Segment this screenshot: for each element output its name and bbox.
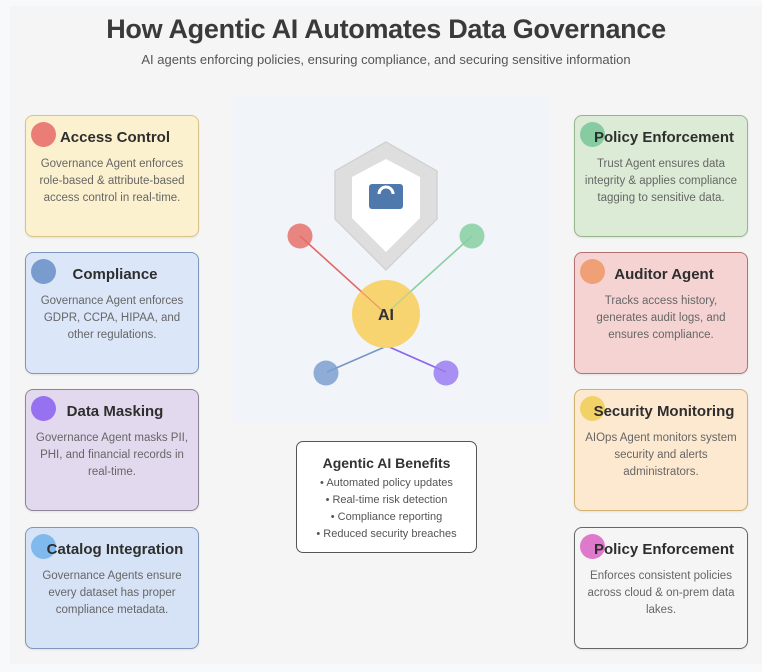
card-catalog-integration: Catalog Integration Governance Agents en… (25, 527, 199, 649)
red-dot-icon (31, 122, 56, 147)
ai-hub-label: AI (378, 307, 394, 324)
orange-dot-icon (580, 259, 605, 284)
card-body: Tracks access history, generates audit l… (596, 295, 726, 341)
benefits-title: Agentic AI Benefits (322, 455, 451, 471)
card-title: Security Monitoring (593, 403, 735, 420)
card-body: Governance Agent enforces GDPR, CCPA, HI… (40, 295, 184, 341)
card-body: AIOps Agent monitors system security and… (585, 432, 737, 478)
page-subtitle: AI agents enforcing policies, ensuring c… (141, 52, 631, 67)
card-policy-enforcement-trust: Policy Enforcement Trust Agent ensures d… (574, 115, 748, 237)
card-access-control: Access Control Governance Agent enforces… (25, 115, 199, 237)
card-body: Governance Agents ensure every dataset h… (42, 570, 182, 616)
card-title: Policy Enforcement (593, 541, 735, 558)
ai-hub-icon (352, 280, 420, 348)
card-title: Access Control (59, 129, 171, 146)
benefit-item: • Automated policy updates (320, 477, 453, 489)
card-data-masking: Data Masking Governance Agent masks PII,… (25, 389, 199, 511)
card-body: Governance Agent enforces role-based & a… (39, 158, 185, 204)
benefit-item: • Real-time risk detection (325, 494, 448, 506)
blue-node-icon (313, 360, 339, 386)
card-compliance: Compliance Governance Agent enforces GDP… (25, 252, 199, 374)
card-body: Enforces consistent policies across clou… (587, 570, 735, 616)
purple-dot-icon (31, 396, 56, 421)
card-title: Catalog Integration (46, 541, 184, 558)
green-dot-icon (580, 122, 605, 147)
card-policy-enforcement-lakes: Policy Enforcement Enforces consistent p… (574, 527, 748, 649)
lock-icon (369, 184, 403, 209)
purple-node-icon (433, 360, 459, 386)
benefits-box: Agentic AI Benefits • Automated policy u… (296, 441, 477, 553)
benefits-list: • Automated policy updates • Real-time r… (297, 475, 476, 543)
card-title: Compliance (72, 266, 158, 283)
card-security-monitoring: Security Monitoring AIOps Agent monitors… (574, 389, 748, 511)
card-auditor-agent: Auditor Agent Tracks access history, gen… (574, 252, 748, 374)
card-title: Policy Enforcement (593, 129, 735, 146)
card-body: Trust Agent ensures data integrity & app… (584, 158, 738, 204)
card-title: Auditor Agent (614, 266, 714, 283)
page-title: How Agentic AI Automates Data Governance (106, 14, 666, 44)
card-title: Data Masking (66, 403, 164, 420)
benefit-item: • Reduced security breaches (316, 528, 457, 540)
pink-dot-icon (580, 534, 605, 559)
benefit-item: • Compliance reporting (330, 511, 443, 523)
card-body: Governance Agent masks PII, PHI, and fin… (35, 432, 189, 478)
blue-dot-icon (31, 259, 56, 284)
yellow-dot-icon (580, 396, 605, 421)
light-blue-dot-icon (31, 534, 56, 559)
